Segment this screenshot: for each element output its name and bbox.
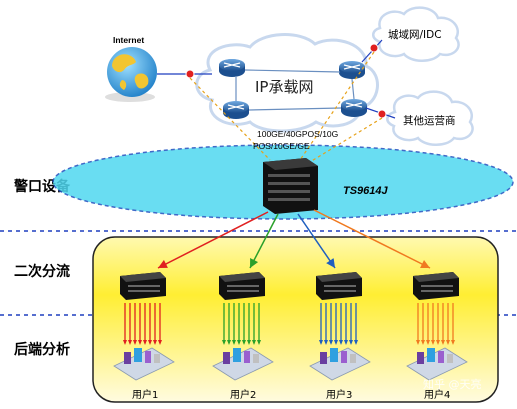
blue-flow-arrow (297, 213, 336, 269)
section-label-split: 二次分流 (14, 263, 70, 280)
other-carrier-cloud (386, 90, 474, 146)
internet-label: Internet (113, 35, 144, 45)
orange-flow-arrow (313, 209, 431, 269)
other-carrier-label: 其他运营商 (403, 114, 456, 127)
user-label-1: 用户1 (132, 388, 158, 401)
internet-globe-icon (105, 47, 157, 102)
user-label-4: 用户4 (424, 388, 450, 401)
metro-label: 城域网/IDC (388, 28, 442, 41)
interfaces-line2: POS/10GE/GE (253, 141, 310, 151)
red-flow-arrow (157, 211, 269, 269)
metro-cloud (372, 6, 460, 62)
tap-line (189, 77, 271, 161)
tap-line (299, 51, 375, 161)
router-icon (219, 59, 245, 77)
split-and-analysis-group (113, 272, 468, 381)
router-icon (341, 99, 367, 117)
green-flow-arrow (249, 213, 279, 269)
ts9614j-chassis-icon (263, 158, 318, 214)
link-node (185, 69, 195, 79)
router-icon (223, 101, 249, 119)
link-node (377, 109, 387, 119)
analysis-panel (92, 236, 499, 403)
interfaces-line1: 100GE/40GPOS/10G (257, 129, 338, 139)
router-icon (339, 61, 365, 79)
device-label: TS9614J (343, 185, 389, 197)
tap-line (309, 117, 383, 163)
link-node (369, 43, 379, 53)
user-label-3: 用户3 (326, 388, 352, 401)
user-label-2: 用户2 (230, 388, 256, 401)
watermark: 知乎 @天亮 (423, 377, 482, 391)
section-label-analysis: 后端分析 (14, 341, 70, 358)
core-network-label: IP承载网 (255, 78, 313, 96)
